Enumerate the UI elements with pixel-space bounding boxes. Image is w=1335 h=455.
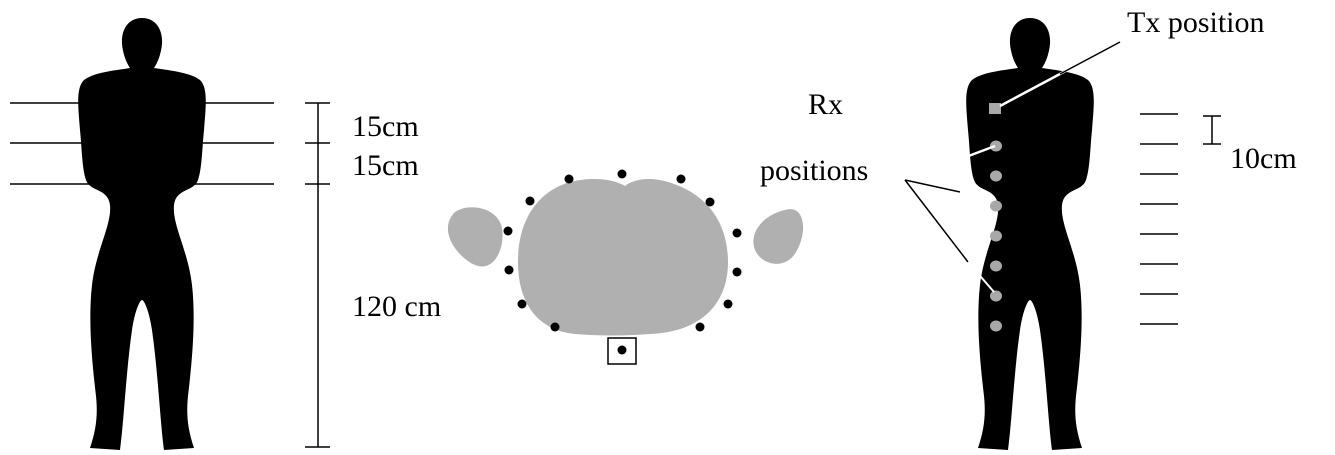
- rx-leader-line-upper-inner: [959, 191, 993, 201]
- right-arm-section: [753, 209, 804, 264]
- rx-marker: [990, 290, 1002, 302]
- sensor-dot: [517, 299, 527, 309]
- sensor-dot: [723, 299, 733, 309]
- sensor-dot: [676, 174, 686, 184]
- label-tx-position: Tx position: [1127, 6, 1265, 39]
- sensor-dot: [695, 322, 705, 332]
- sensor-dot: [503, 226, 513, 236]
- sensor-dot: [504, 265, 514, 275]
- label-rx-line2: positions: [760, 154, 868, 187]
- sensor-dot: [550, 322, 560, 332]
- label-spacing-15cm-b: 15cm: [352, 149, 419, 182]
- sensor-dot: [564, 174, 574, 184]
- rx-leader-line-lower-inner: [967, 261, 995, 293]
- label-spacing-10cm: 10cm: [1230, 142, 1297, 175]
- torso-cross-section: [447, 169, 804, 365]
- tx-leader-line: [1059, 41, 1121, 75]
- right-body-silhouette: [966, 18, 1094, 450]
- rx-marker: [990, 230, 1002, 242]
- label-rx-line1: Rx: [808, 88, 843, 121]
- rx-position-markers: [990, 140, 1002, 332]
- rx-leader-line-upper: [904, 179, 961, 193]
- sensor-dot: [617, 169, 627, 179]
- sensor-dot: [732, 267, 742, 277]
- left-dimension-scale: 15cm 15cm 120 cm: [305, 102, 441, 448]
- rx-leader-line-lower: [904, 179, 969, 263]
- reference-sensor-dot: [617, 345, 627, 355]
- sensor-dot: [525, 196, 535, 206]
- rx-marker: [990, 260, 1002, 272]
- sensor-ring: [503, 169, 742, 332]
- left-body-silhouette: [78, 18, 206, 450]
- rx-marker: [990, 200, 1002, 212]
- rx-marker: [990, 170, 1002, 182]
- right-human-figure: Tx position Rx positions: [760, 6, 1265, 450]
- left-arm-section: [447, 207, 503, 267]
- sensor-dot: [732, 228, 742, 238]
- label-spacing-15cm-a: 15cm: [352, 110, 419, 143]
- rx-marker: [990, 320, 1002, 332]
- reference-sensor-box: [607, 337, 637, 365]
- rx-leader-line-inner: [904, 144, 996, 182]
- label-height-120cm: 120 cm: [352, 290, 441, 323]
- torso-section: [518, 179, 728, 336]
- left-human-figure: [10, 18, 274, 450]
- rx-marker: [990, 140, 1002, 152]
- sensor-dot: [705, 197, 715, 207]
- tx-position-marker: [989, 103, 1001, 114]
- right-spacing-scale: 10cm: [1140, 113, 1297, 325]
